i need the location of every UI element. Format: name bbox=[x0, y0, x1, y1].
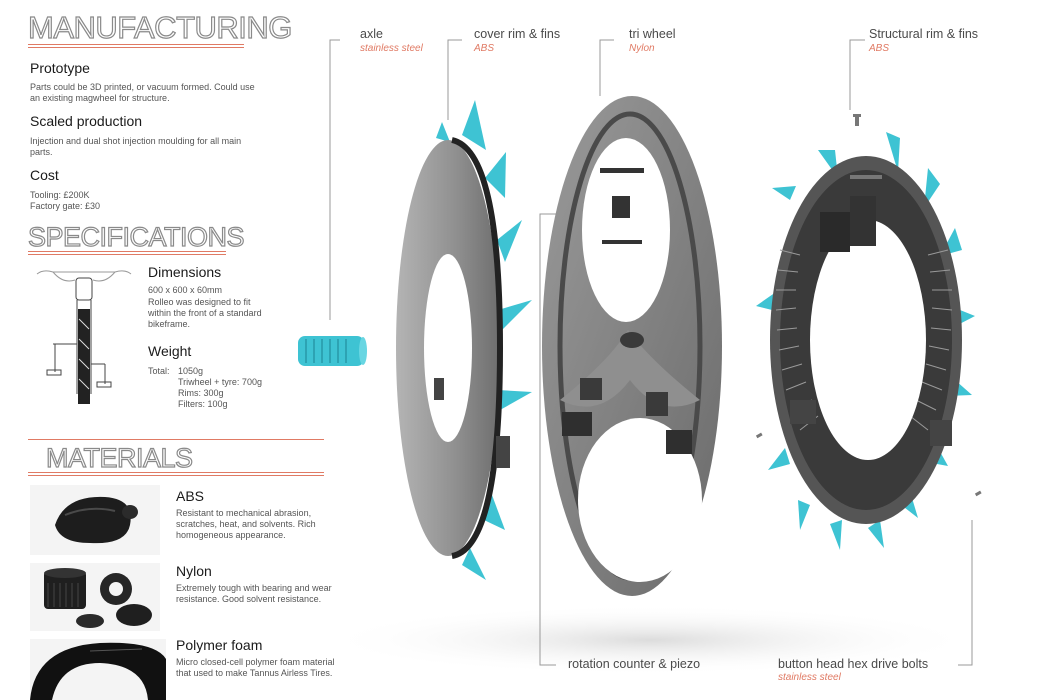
cover-rim-material: ABS bbox=[474, 43, 495, 54]
material-abs-text: Resistant to mechanical abrasion, scratc… bbox=[176, 508, 316, 540]
tri-wheel-label: tri wheel bbox=[629, 27, 676, 41]
rotation-counter-callout-line bbox=[539, 213, 556, 666]
bolts-label: button head hex drive bolts bbox=[778, 657, 929, 671]
weight-rims: Rims: 300g bbox=[178, 388, 224, 398]
weight-triwheel: Triwheel + tyre: 700g bbox=[178, 377, 262, 387]
rotation-counter-label: rotation counter & piezo bbox=[568, 657, 701, 671]
materials-rule-top bbox=[28, 439, 324, 440]
prototype-text: Parts could be 3D printed, or vacuum for… bbox=[30, 82, 255, 103]
weight-total-label: Total: bbox=[148, 366, 170, 376]
tri-wheel-callout-line bbox=[599, 39, 614, 96]
materials-rule bbox=[28, 472, 324, 473]
manufacturing-rule bbox=[28, 44, 244, 45]
scaled-heading: Scaled production bbox=[30, 113, 143, 129]
cover-rim-part bbox=[396, 100, 532, 580]
specifications-rule bbox=[28, 251, 226, 252]
material-nylon-name: Nylon bbox=[176, 563, 212, 579]
dimensions-value: 600 x 600 x 60mm bbox=[148, 285, 223, 295]
weight-heading: Weight bbox=[148, 343, 192, 359]
scaled-text: Injection and dual shot injection mouldi… bbox=[30, 136, 242, 157]
bikeframe-sketch bbox=[36, 270, 132, 404]
structural-rim-material: ABS bbox=[869, 43, 890, 54]
factory-gate-text: Factory gate: £30 bbox=[30, 201, 101, 211]
axle-callout-line bbox=[329, 39, 340, 320]
bolts-callout-line bbox=[958, 520, 973, 666]
structural-rim-part bbox=[756, 132, 975, 550]
cover-rim-callout-line bbox=[447, 39, 462, 120]
material-nylon-text: Extremely tough with bearing and wear re… bbox=[176, 583, 332, 604]
cover-rim-label: cover rim & fins bbox=[474, 27, 561, 41]
materials-rule-2 bbox=[28, 475, 324, 476]
structural-rim-label: Structural rim & fins bbox=[869, 27, 979, 41]
axle-material: stainless steel bbox=[360, 43, 423, 54]
manufacturing-title: MANUFACTURING bbox=[27, 9, 293, 45]
materials-title: MATERIALS bbox=[45, 442, 193, 473]
dimensions-heading: Dimensions bbox=[148, 264, 222, 280]
cost-heading: Cost bbox=[30, 167, 59, 183]
weight-total: 1050g bbox=[178, 366, 204, 376]
specifications-title: SPECIFICATIONS bbox=[27, 221, 245, 252]
axle-label: axle bbox=[360, 27, 383, 41]
axle-part bbox=[298, 336, 367, 366]
manufacturing-rule-2 bbox=[28, 47, 244, 48]
bolt-parts bbox=[755, 114, 982, 497]
dimensions-text: Rolleo was designed to fit within the fr… bbox=[148, 297, 262, 329]
weight-filters: Filters: 100g bbox=[178, 399, 228, 409]
tri-wheel-part bbox=[542, 96, 722, 596]
material-polymer-foam-text: Micro closed-cell polymer foam material … bbox=[176, 657, 335, 678]
abs-part-image bbox=[30, 485, 160, 555]
nylon-part-image bbox=[30, 563, 160, 631]
bolts-material: stainless steel bbox=[778, 672, 841, 683]
polymer-foam-image bbox=[30, 639, 166, 700]
material-abs-name: ABS bbox=[176, 488, 205, 504]
tri-wheel-material: Nylon bbox=[629, 43, 655, 54]
structural-rim-callout-line bbox=[849, 39, 865, 110]
specifications-rule-2 bbox=[28, 254, 226, 255]
floor-shadow bbox=[320, 605, 980, 675]
material-polymer-foam-name: Polymer foam bbox=[176, 637, 263, 653]
tooling-text: Tooling: £200K bbox=[30, 190, 90, 200]
prototype-heading: Prototype bbox=[30, 60, 90, 76]
